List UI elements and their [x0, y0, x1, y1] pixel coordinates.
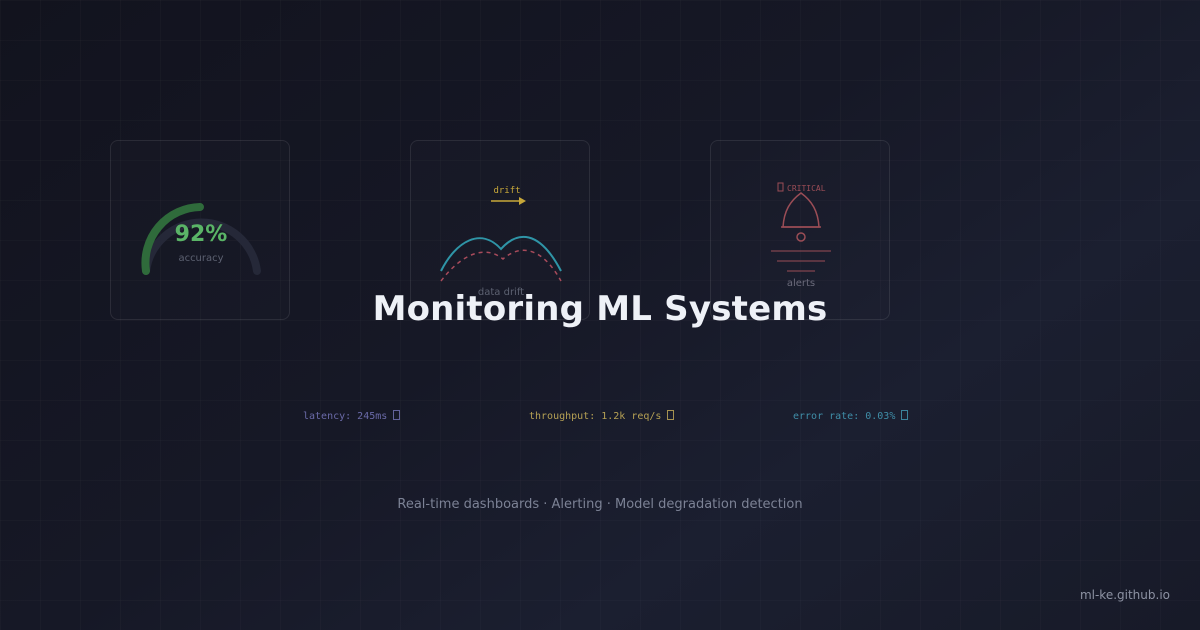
- accuracy-card: 92% accuracy: [110, 140, 290, 320]
- throughput-text: throughput: 1.2k req/s: [529, 411, 662, 422]
- gauge-fill: [141, 203, 204, 275]
- error-rate-metric: error rate: 0.03%: [793, 410, 909, 422]
- latency-text: latency: 245ms: [303, 411, 388, 422]
- accuracy-value: 92%: [175, 222, 228, 247]
- critical-badge: CRITICAL: [787, 184, 826, 193]
- error-rate-status-icon: [901, 410, 909, 420]
- alerts-label: alerts: [787, 278, 815, 289]
- page-title: Monitoring ML Systems: [372, 289, 828, 329]
- throughput-metric: throughput: 1.2k req/s: [529, 410, 675, 422]
- alerts-illustration: CRITICAL alerts: [771, 182, 831, 289]
- latency-metric: latency: 245ms: [303, 410, 401, 422]
- bell-icon: [781, 192, 821, 242]
- accuracy-gauge: 92% accuracy: [141, 203, 261, 275]
- latency-status-icon: [393, 410, 401, 420]
- baseline-distribution-curve: [440, 235, 562, 272]
- site-url[interactable]: ml-ke.github.io: [1079, 588, 1170, 602]
- data-drift-card: drift data drift: [410, 140, 590, 320]
- critical-badge-icon: [777, 182, 784, 192]
- throughput-status-icon: [667, 410, 675, 420]
- shifted-distribution-curve: [440, 249, 562, 282]
- gauge-track: [142, 218, 261, 275]
- accuracy-label: accuracy: [178, 253, 223, 264]
- arrow-right-icon: [519, 197, 526, 205]
- feature-subtitle: Real-time dashboards · Alerting · Model …: [397, 497, 803, 512]
- alerts-card: CRITICAL alerts: [710, 140, 890, 320]
- drift-label: data drift: [478, 287, 524, 298]
- drift-arrow-label: drift: [493, 186, 520, 196]
- error-rate-text: error rate: 0.03%: [793, 411, 896, 422]
- drift-chart: drift data drift: [440, 186, 562, 298]
